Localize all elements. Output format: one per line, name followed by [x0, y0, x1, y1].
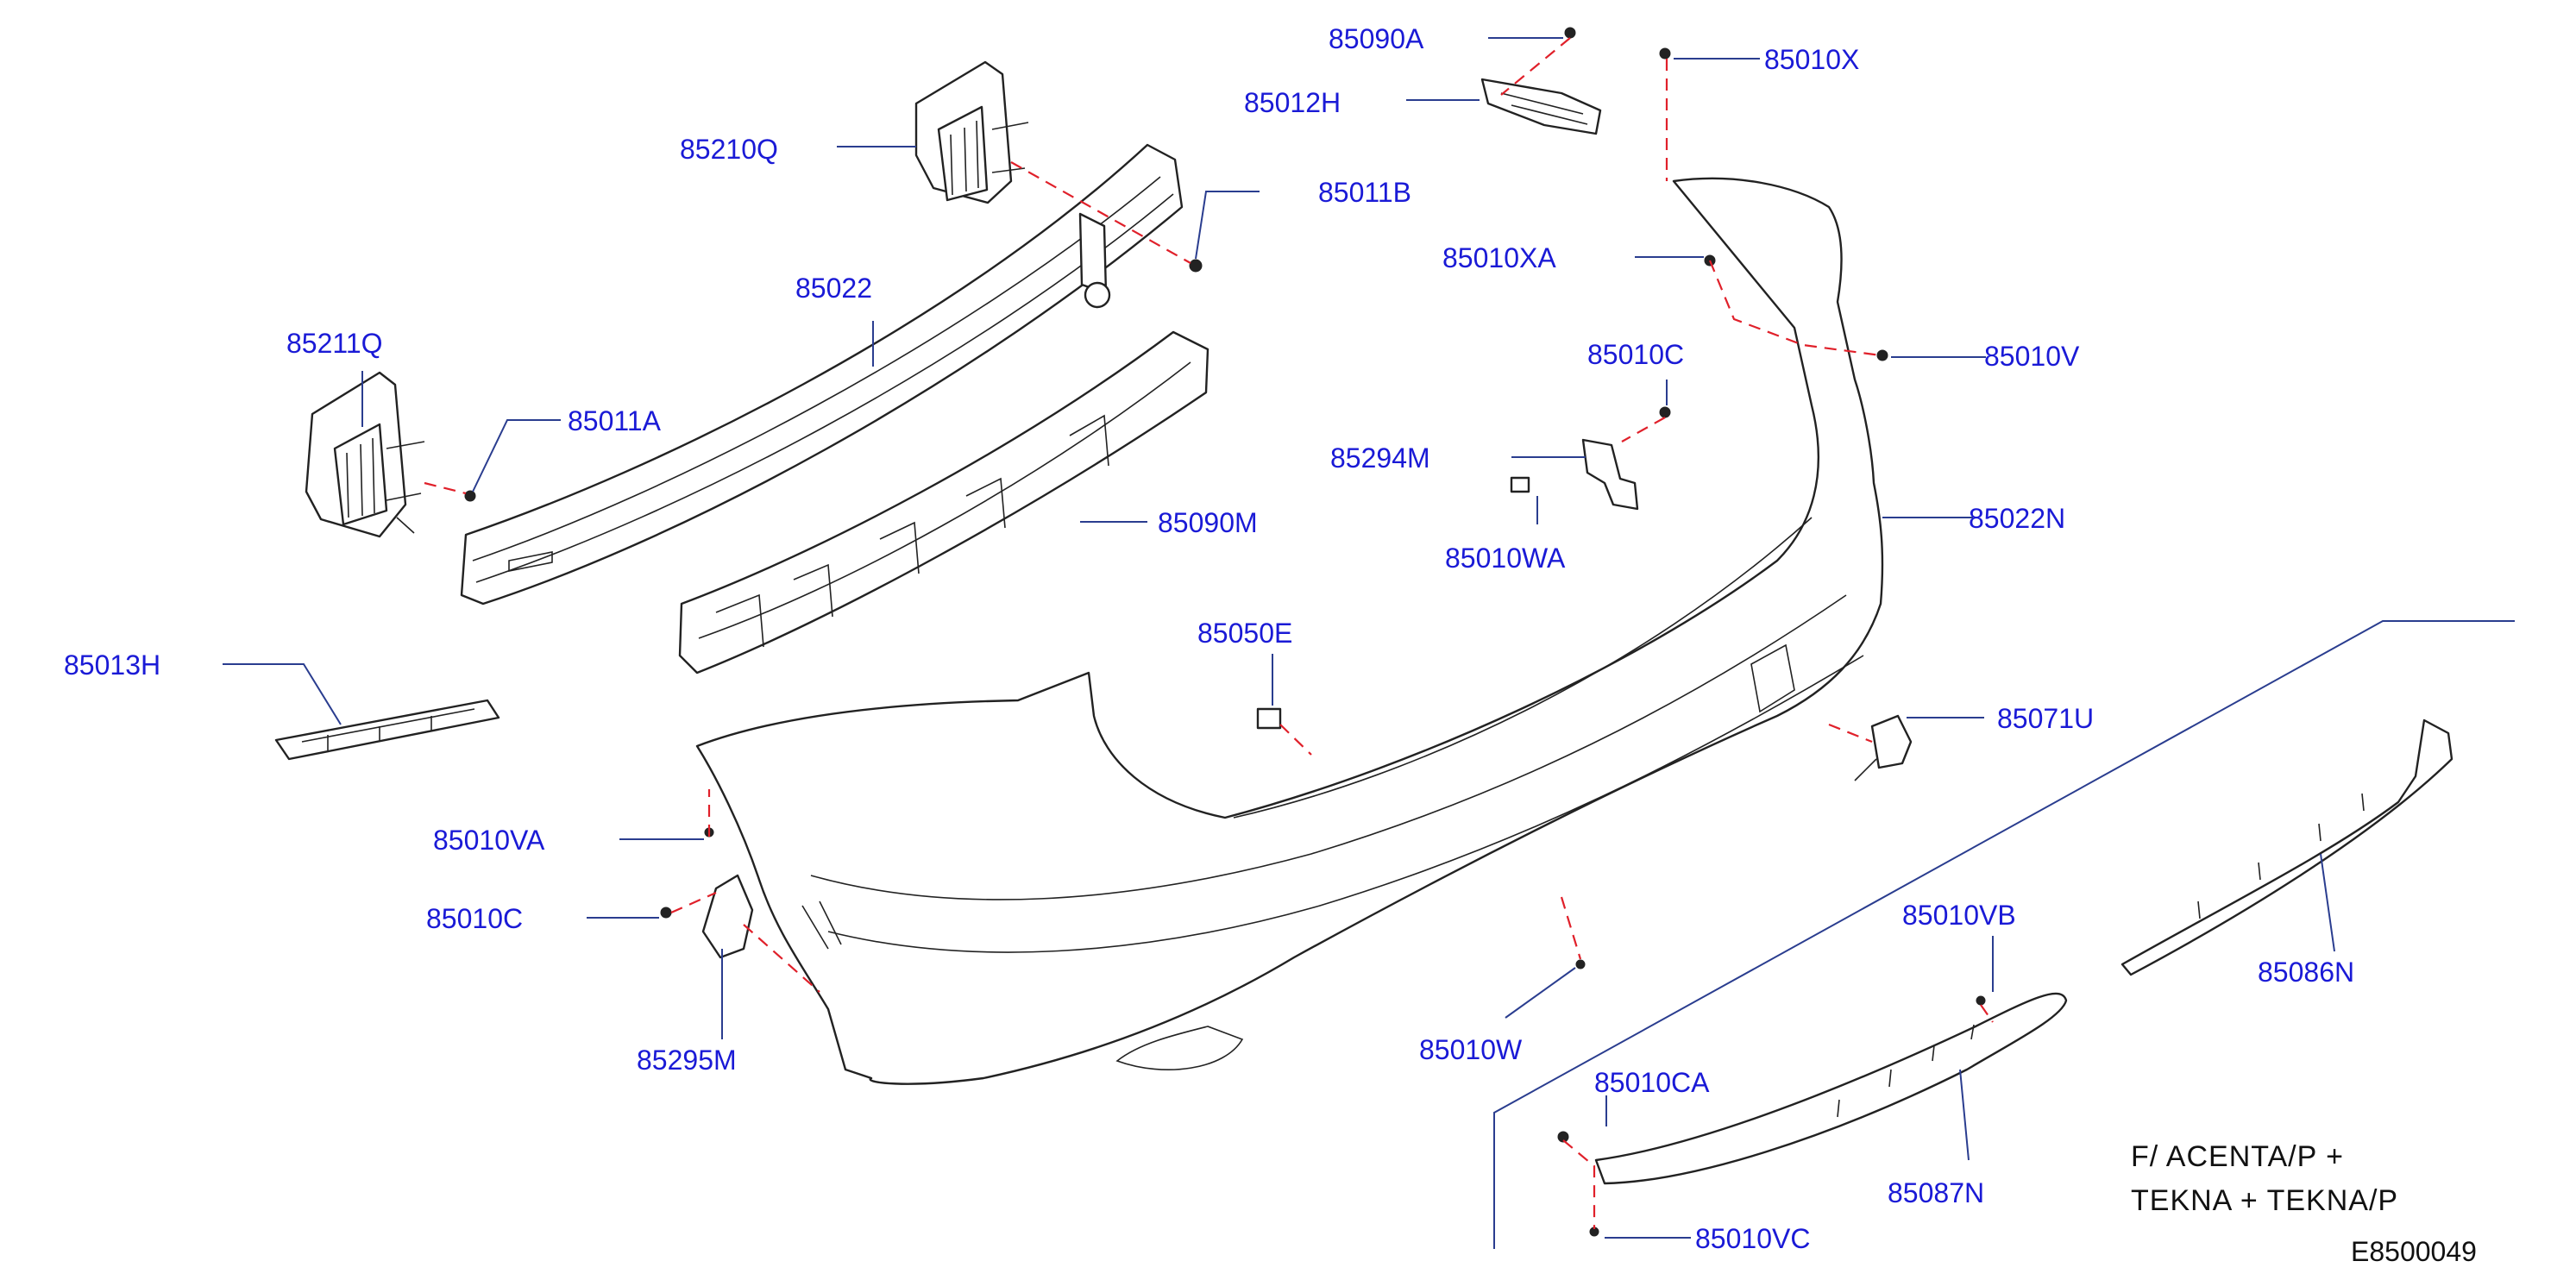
label-85010VA[interactable]: 85010VA	[433, 825, 545, 856]
fasteners	[464, 27, 1986, 1237]
part-85294M-bracket	[1581, 438, 1639, 511]
part-85211Q-left-bracket	[305, 371, 425, 538]
label-85011B[interactable]: 85011B	[1318, 177, 1411, 208]
label-85211Q[interactable]: 85211Q	[286, 328, 383, 359]
label-85022N[interactable]: 85022N	[1969, 503, 2065, 534]
label-85010WA[interactable]: 85010WA	[1445, 543, 1566, 574]
label-85010X[interactable]: 85010X	[1764, 44, 1859, 75]
part-85022N-bumper-fascia	[695, 177, 1884, 1085]
note-line-2: TEKNA + TEKNA/P	[2131, 1184, 2398, 1217]
part-85086N-trim-strip	[2120, 718, 2453, 976]
part-85013H-reflector	[274, 699, 500, 761]
label-85010CA[interactable]: 85010CA	[1594, 1067, 1710, 1098]
label-85087N[interactable]: 85087N	[1888, 1177, 1984, 1208]
part-85210Q-right-bracket	[914, 60, 1029, 204]
leader-lines	[223, 37, 2335, 1239]
label-85010VB[interactable]: 85010VB	[1902, 900, 2016, 931]
label-85012H[interactable]: 85012H	[1244, 87, 1341, 118]
part-85087N-diffuser	[1594, 992, 2068, 1185]
label-85010C-bottom[interactable]: 85010C	[426, 903, 523, 934]
label-85011A[interactable]: 85011A	[568, 405, 662, 436]
label-85010XA[interactable]: 85010XA	[1442, 242, 1556, 273]
label-85210Q[interactable]: 85210Q	[680, 134, 778, 165]
part-85295M-bracket	[701, 874, 754, 959]
label-85010V[interactable]: 85010V	[1984, 341, 2080, 372]
part-85022-reinforcement	[460, 143, 1184, 605]
note-line-1: F/ ACENTA/P +	[2131, 1140, 2344, 1173]
label-85090M[interactable]: 85090M	[1158, 507, 1258, 538]
label-85022[interactable]: 85022	[795, 273, 872, 304]
section-divider-line	[1493, 620, 2515, 1249]
part-85090M-absorber	[678, 330, 1209, 675]
label-85294M[interactable]: 85294M	[1330, 442, 1430, 474]
label-85071U[interactable]: 85071U	[1997, 703, 2094, 734]
part-85071U-tow-cover	[1854, 714, 1913, 781]
part-85012H-reflector	[1480, 78, 1602, 135]
label-85010W[interactable]: 85010W	[1419, 1034, 1523, 1065]
label-85295M[interactable]: 85295M	[637, 1045, 737, 1076]
assembly-lines	[424, 37, 1994, 1229]
label-85010VC[interactable]: 85010VC	[1695, 1223, 1810, 1254]
label-85090A[interactable]: 85090A	[1329, 23, 1424, 54]
label-85010C-top[interactable]: 85010C	[1587, 339, 1684, 370]
label-85050E[interactable]: 85050E	[1197, 618, 1292, 649]
label-85013H[interactable]: 85013H	[64, 649, 160, 681]
label-85086N[interactable]: 85086N	[2258, 957, 2354, 988]
diagram-id: E8500049	[2351, 1236, 2477, 1267]
